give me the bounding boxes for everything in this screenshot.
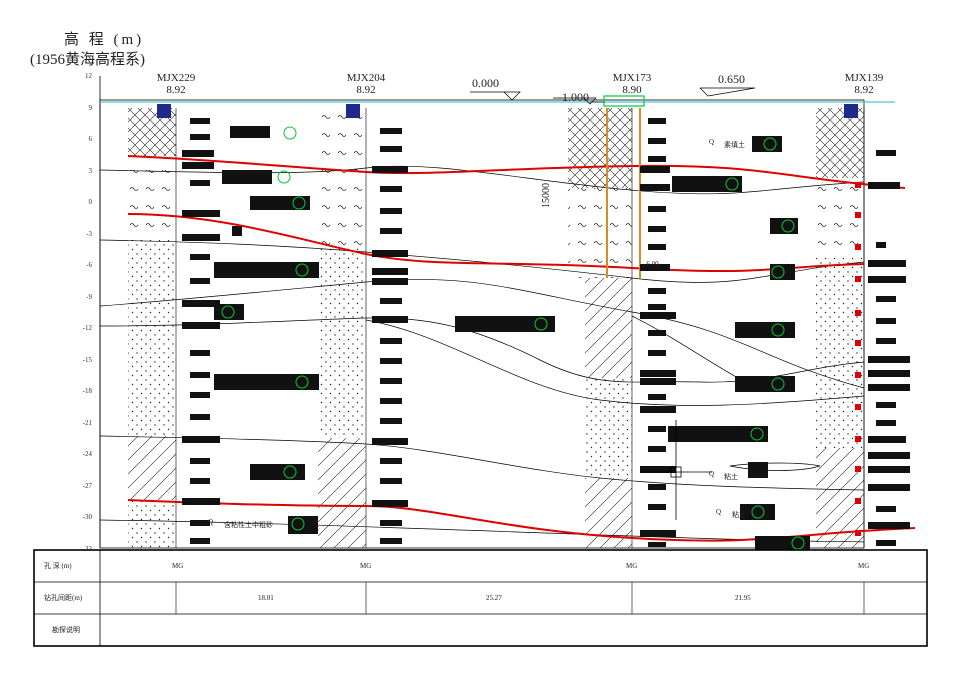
soil-fill-label: 素填土	[724, 141, 745, 149]
borehole-column-mjx139	[816, 104, 865, 548]
borehole-elevation: 8.92	[166, 84, 186, 96]
row-label-notes: 勘探说明	[52, 626, 80, 634]
axis-title: 高 程 (m)	[64, 32, 145, 48]
datum-subtitle: (1956黄海高程系)	[30, 52, 145, 68]
y-tick-label: -30	[82, 513, 92, 521]
annotation-blocks	[182, 118, 910, 550]
soil-q-label: Q	[716, 508, 722, 516]
hole-mark: MG	[858, 562, 870, 570]
borehole-name: MJX229	[156, 72, 196, 84]
borehole-elevation: 8.90	[622, 84, 642, 96]
y-tick-label: -18	[82, 387, 92, 395]
crosshair-cursor	[640, 420, 712, 520]
soil-q-label: Q	[709, 470, 715, 478]
row-label-spacing: 钻孔间距(m)	[44, 594, 83, 602]
spacing-value: 25.27	[486, 594, 502, 602]
y-tick-label: 9	[88, 103, 93, 112]
y-tick-label: -6	[86, 261, 92, 269]
y-tick-label: -24	[82, 450, 92, 458]
y-tick-label: -33	[82, 544, 92, 553]
y-tick-label: 0	[88, 198, 93, 206]
level-markers	[470, 87, 756, 105]
borehole-elevation: 8.92	[356, 84, 376, 96]
level-label-plus: 0.650	[718, 72, 745, 86]
y-tick-label: -27	[82, 481, 92, 490]
pile	[590, 95, 645, 278]
row-label-depth: 孔 深 (m)	[44, 562, 72, 570]
y-tick-label: 12	[85, 72, 92, 80]
y-tick-label: -3	[86, 229, 92, 238]
y-tick-label: -15	[82, 355, 92, 364]
y-tick-label: -9	[86, 292, 92, 301]
hole-mark: MG	[360, 562, 372, 570]
legend-circles	[221, 126, 805, 550]
borehole-name: MJX204	[346, 72, 386, 84]
y-tick-label: -21	[82, 418, 92, 427]
borehole-name: MJX173	[612, 72, 652, 84]
hole-mark: MG	[172, 562, 184, 570]
sample-markers	[855, 182, 861, 536]
level-label-zero: 0.000	[472, 76, 499, 90]
soil-q-label: Q	[709, 138, 715, 146]
y-tick-label: -12	[82, 324, 92, 332]
spacing-value: 21.95	[735, 594, 751, 602]
soil-clay-gravel-label: 含粘性土中粗砂	[224, 521, 273, 529]
soil-clay-label: 粘土	[724, 473, 738, 481]
soil-clay-label: 粘土	[732, 511, 746, 519]
y-tick-label: 6	[88, 135, 93, 143]
borehole-column-mjx204	[318, 104, 367, 548]
hole-mark: MG	[626, 562, 638, 570]
strata-lines	[99, 165, 865, 543]
pile-length-label: 15000	[541, 183, 552, 208]
borehole-elevation: 8.92	[854, 84, 874, 96]
soil-q-label: Q	[208, 518, 214, 526]
borehole-column-mjx229	[128, 104, 177, 548]
borehole-name: MJX139	[844, 72, 884, 84]
y-tick-label: 3	[88, 166, 93, 175]
pile-elevation-label: -6.00	[644, 260, 659, 268]
spacing-value: 18.01	[258, 594, 274, 602]
info-table	[33, 549, 928, 647]
major-strata-boundaries	[127, 155, 916, 542]
borehole-column-mjx173	[568, 108, 633, 548]
level-label-minus: -1.000	[558, 90, 589, 104]
